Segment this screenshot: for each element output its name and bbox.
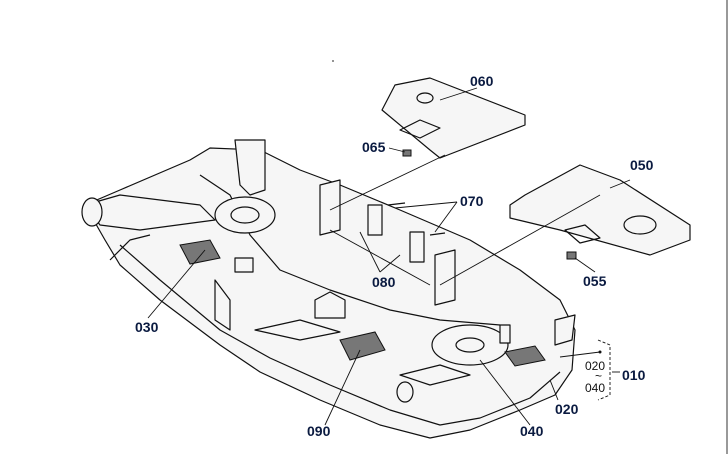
label-030: 030: [135, 319, 159, 335]
mower-deck: [81, 139, 576, 439]
cover-060: [381, 77, 526, 159]
tilde: ~: [595, 369, 602, 383]
label-010: 010: [622, 367, 646, 383]
label-040: 040: [520, 423, 544, 439]
bracket-070: [367, 202, 446, 263]
label-080: 080: [372, 274, 396, 290]
label-090: 090: [307, 423, 331, 439]
cover-050: [509, 164, 691, 260]
label-055: 055: [583, 273, 607, 289]
label-065: 065: [362, 139, 386, 155]
label-060: 060: [470, 73, 494, 89]
label-020-sub: 020: [585, 359, 605, 373]
label-040-sub: 040: [585, 381, 605, 395]
label-020: 020: [555, 401, 579, 417]
frame-edge: [726, 0, 728, 454]
label-070: 070: [460, 193, 484, 209]
label-050: 050: [630, 157, 654, 173]
